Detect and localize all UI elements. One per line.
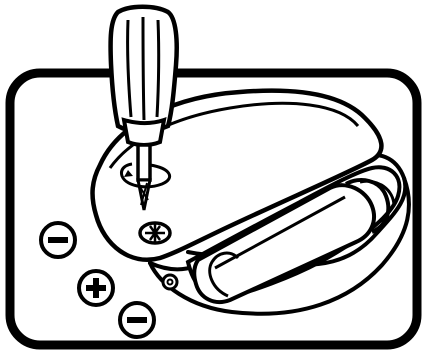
minus-icon — [120, 303, 154, 337]
plus-icon — [79, 271, 113, 305]
screw-icon — [140, 223, 170, 243]
minus-icon — [41, 223, 75, 257]
